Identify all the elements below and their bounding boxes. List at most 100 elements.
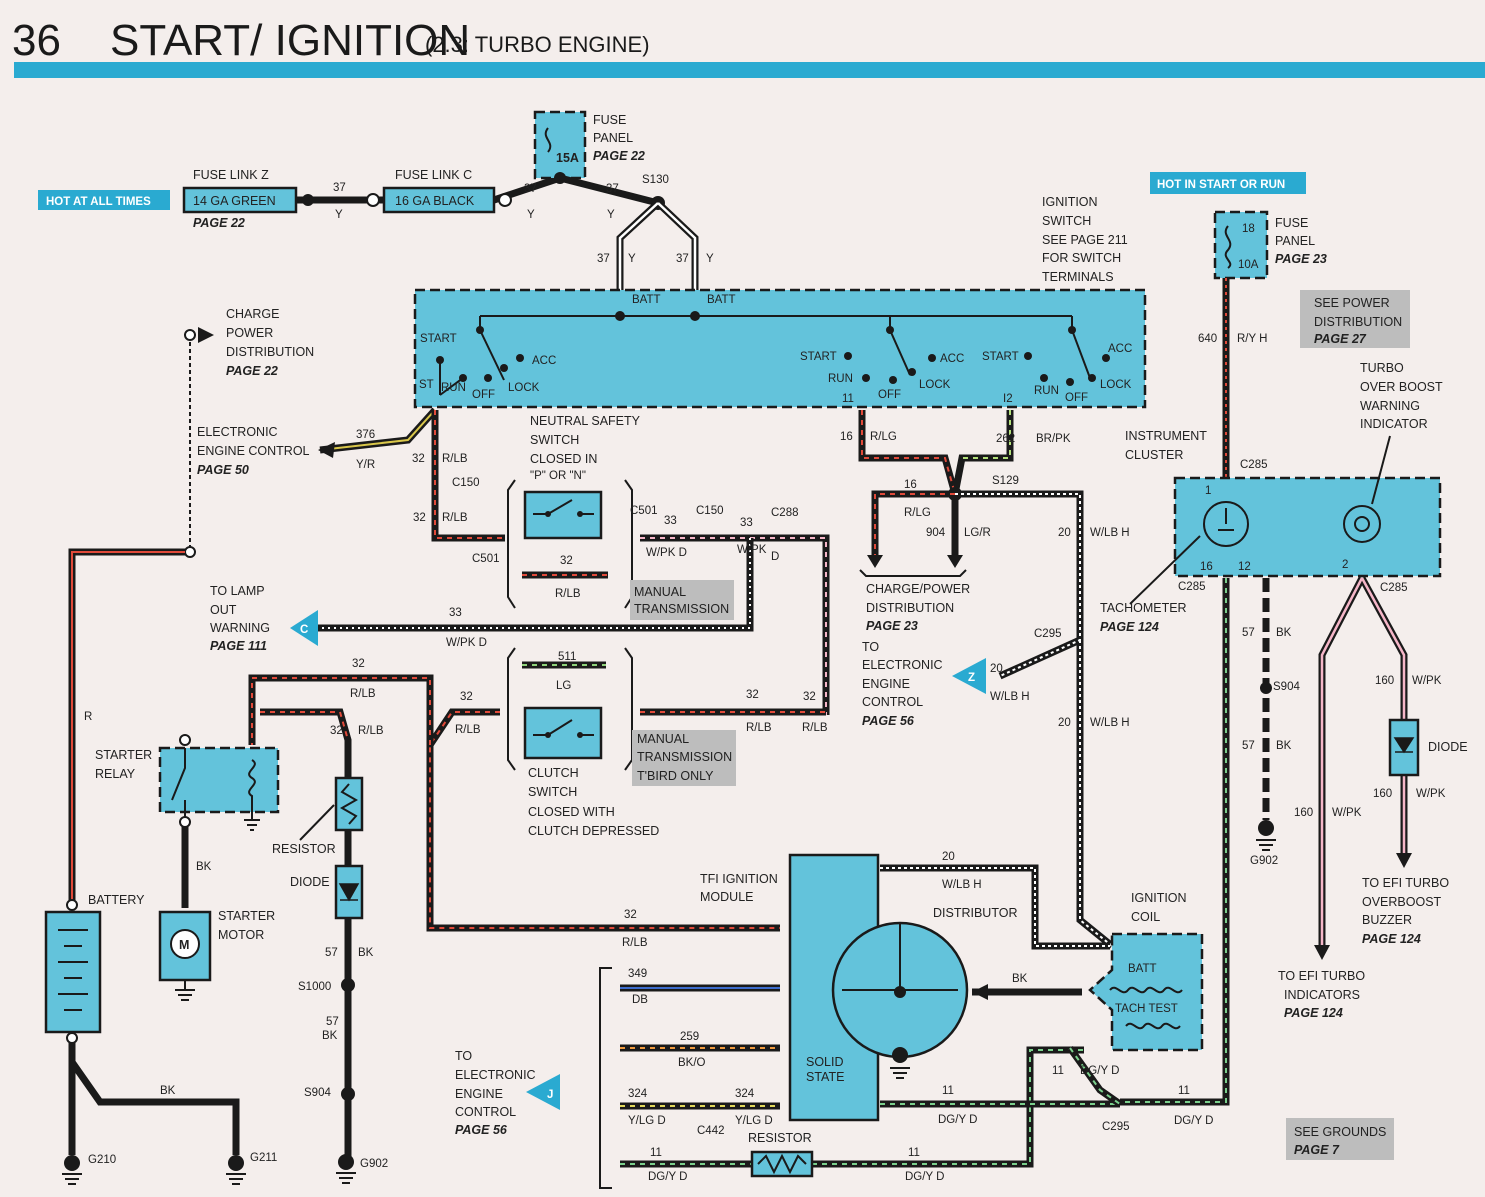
wire-yr-label: Y/R	[356, 459, 375, 471]
to-eec-j-2: ELECTRONIC	[455, 1068, 536, 1082]
ignition-switch-desc-2: SWITCH	[1042, 214, 1091, 228]
wire-20-label: 20	[1058, 717, 1071, 729]
wire-rlb-label: R/LB	[350, 688, 376, 700]
clutch-switch-3: CLOSED WITH	[528, 805, 615, 819]
g902-label: G902	[1250, 855, 1278, 867]
resistor-bottom-label: RESISTOR	[748, 1131, 812, 1145]
wire-904-label: 904	[926, 527, 946, 539]
tfi-module-2: MODULE	[700, 890, 753, 904]
hot-in-start-or-run-tag	[1150, 172, 1306, 194]
manual-trans-tbird-3: T'BIRD ONLY	[637, 769, 714, 783]
switch-pin-11: 11	[842, 393, 854, 405]
c442-label: C442	[697, 1125, 725, 1137]
wire-32-label: 32	[460, 691, 473, 703]
ignition-switch-desc-1: IGNITION	[1042, 195, 1098, 209]
see-power-dist-3: PAGE 27	[1314, 332, 1367, 346]
manual-trans-tbird-1: MANUAL	[637, 732, 689, 746]
wire-dgyd-label: DG/Y D	[1080, 1065, 1119, 1077]
wire-wpk-label: W/PK	[1412, 675, 1442, 687]
s904-label: S904	[304, 1087, 331, 1099]
instrument-cluster	[1173, 476, 1442, 578]
wire-37-label: 37	[524, 183, 537, 195]
wire-160-label: 160	[1294, 807, 1313, 819]
wire-bk-label: BK	[358, 947, 374, 959]
wire-rlb-label: R/LB	[455, 724, 481, 736]
to-eec-56-5: PAGE 56	[862, 714, 915, 728]
wire-324-label: 324	[735, 1088, 755, 1100]
g902-label: G902	[360, 1158, 388, 1170]
instrument-cluster-2: CLUSTER	[1125, 448, 1183, 462]
wire-y-label: Y	[628, 253, 636, 265]
bracket	[507, 647, 633, 771]
title-rule	[14, 62, 1485, 78]
fuse-symbol	[544, 127, 552, 153]
switch-lock-label: LOCK	[919, 379, 951, 391]
starter-motor-2: MOTOR	[218, 928, 264, 942]
manual-trans-tbird-note	[632, 730, 736, 786]
clutch-switch-4: CLUTCH DEPRESSED	[528, 824, 659, 838]
page-subtitle: (2.3: TURBO ENGINE)	[425, 32, 650, 57]
efi-buzzer-4: PAGE 124	[1362, 932, 1421, 946]
fuse-right-2: PANEL	[1275, 234, 1315, 248]
fuse-link-z-page: PAGE 22	[193, 216, 245, 230]
coil-tach-test-label: TACH TEST	[1115, 1003, 1178, 1015]
wire-bk-label: BK	[1276, 627, 1292, 639]
wire-y-label: Y	[706, 253, 714, 265]
instrument-cluster-1: INSTRUMENT	[1125, 429, 1207, 443]
wire-rlb-label: R/LB	[622, 937, 648, 949]
wire-33-label: 33	[449, 607, 462, 619]
switch-acc-label: ACC	[532, 355, 556, 367]
wire-20-label: 20	[990, 663, 1003, 675]
wire-rlg-label: R/LG	[870, 431, 897, 443]
battery-label: BATTERY	[88, 893, 145, 907]
wire-32-label: 32	[746, 689, 759, 701]
fuse-right-3: PAGE 23	[1275, 252, 1327, 266]
splice-s130-label: S130	[642, 174, 669, 186]
charge-power-2: POWER	[226, 326, 273, 340]
c295-label: C295	[1102, 1121, 1130, 1133]
wire-32-label: 32	[412, 453, 425, 465]
locator-c	[290, 610, 318, 646]
c285-label: C285	[1178, 581, 1206, 593]
locator-z-letter: Z	[968, 672, 975, 684]
wire-wpk-label: W/PK	[1416, 788, 1446, 800]
hot-in-start-or-run-label: HOT IN START OR RUN	[1157, 179, 1285, 191]
wire-37-c	[559, 174, 659, 207]
ignition-switch-desc-5: TERMINALS	[1042, 270, 1114, 284]
c285-label: C285	[1380, 582, 1408, 594]
s1000-label: S1000	[298, 981, 331, 993]
switch-lock-label: LOCK	[1100, 379, 1132, 391]
wire-20-label: 20	[942, 851, 955, 863]
to-eec-j-3: ENGINE	[455, 1087, 503, 1101]
c295-label: C295	[1034, 628, 1062, 640]
ignition-coil-1: IGNITION	[1131, 891, 1187, 905]
fuse-right-amp: 10A	[1238, 259, 1259, 271]
see-grounds-1: SEE GROUNDS	[1294, 1125, 1386, 1139]
wire-bk-label: BK	[1276, 740, 1292, 752]
wire-32-label: 32	[560, 555, 573, 567]
wire-r-label: R	[84, 711, 92, 723]
locator-j-letter: J	[547, 1089, 553, 1101]
switch-off-label: OFF	[472, 389, 495, 401]
coil-batt-label: BATT	[1128, 963, 1157, 975]
fuse-right-top: 18	[1242, 223, 1255, 235]
wire-57-label: 57	[326, 1016, 339, 1028]
wire-bko-label: BK/O	[678, 1057, 706, 1069]
resistor-left-label: RESISTOR	[272, 842, 336, 856]
wire-wpkd-label: W/PK D	[646, 547, 687, 559]
to-eec-j-5: PAGE 56	[455, 1123, 508, 1137]
wire-32-label: 32	[413, 512, 426, 524]
switch-off-label: OFF	[878, 389, 901, 401]
to-eec-56-4: CONTROL	[862, 695, 923, 709]
wire-y-label: Y	[607, 209, 615, 221]
wire-37-label: 37	[597, 253, 610, 265]
eec-top-2: ENGINE CONTROL	[197, 444, 310, 458]
wire-rlb-label: R/LB	[802, 722, 828, 734]
wire-11-label: 11	[650, 1147, 662, 1159]
ignition-switch-desc-4: FOR SWITCH	[1042, 251, 1121, 265]
fuse-amp: 15A	[556, 151, 579, 165]
switch-lock-label: LOCK	[508, 382, 540, 394]
charge-power-3: DISTRIBUTION	[226, 345, 314, 359]
wire-lg-label: LG	[556, 680, 571, 692]
wire-57-label: 57	[325, 947, 338, 959]
